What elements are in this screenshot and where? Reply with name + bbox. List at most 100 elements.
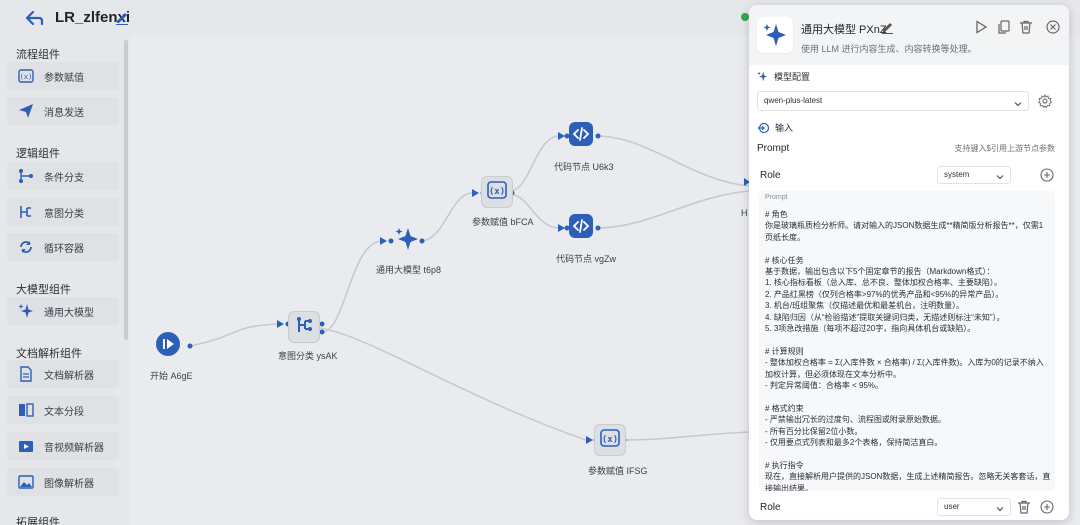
sidebar-item-media-parser[interactable]: 音视频解析器 <box>7 432 119 460</box>
role-select-value: system <box>944 170 970 179</box>
classify-icon <box>295 316 313 339</box>
copy-icon[interactable] <box>997 20 1011 34</box>
delete-icon[interactable] <box>1017 500 1031 514</box>
workflow-canvas[interactable]: 开始 A6gE 意图分类 ysAK 通用大模型 t6p8 (x) 参数赋值 bF… <box>130 36 750 525</box>
role-select-value: user <box>944 502 960 511</box>
back-arrow-icon[interactable] <box>24 8 44 28</box>
edge-arrow <box>558 224 565 232</box>
edge-classify-assign2 <box>319 327 587 441</box>
input-arrow-icon <box>757 122 769 134</box>
sidebar-item-condition[interactable]: 条件分支 <box>7 162 119 190</box>
node-llm[interactable] <box>391 225 423 257</box>
close-icon[interactable] <box>1046 20 1060 34</box>
sidebar-item-label: 通用大模型 <box>44 307 94 319</box>
code-icon <box>569 213 593 243</box>
sidebar-item-label: 条件分支 <box>44 172 84 184</box>
node-classify[interactable] <box>288 311 320 343</box>
document-icon <box>18 366 34 382</box>
port-dot <box>419 238 425 244</box>
edge-assign2-out <box>623 431 750 441</box>
sidebar-item-loop[interactable]: 循环容器 <box>7 233 119 261</box>
edge-assign1-code1 <box>509 135 559 192</box>
role-select-system[interactable]: system <box>937 166 1011 184</box>
node-code2[interactable] <box>565 212 597 244</box>
edge-code2-out <box>595 190 750 229</box>
node-assign2[interactable]: (x) <box>594 424 626 456</box>
edge-llm-assign1 <box>419 192 473 242</box>
panel-title: 通用大模型 PXnZ <box>801 24 887 36</box>
sidebar-item-label: 音视频解析器 <box>44 442 104 454</box>
workflow-edges <box>187 132 750 444</box>
port-dot <box>564 133 570 139</box>
node-label-code2: 代码节点 vgZw <box>556 254 617 264</box>
node-label-assign2: 参数赋值 IFSG <box>588 466 648 476</box>
delete-icon[interactable] <box>1019 20 1033 34</box>
port-dot <box>564 225 570 231</box>
edge-arrow <box>558 132 565 140</box>
chevron-down-icon <box>996 171 1004 180</box>
node-label-start: 开始 A6gE <box>150 371 193 381</box>
sidebar-scrollbar[interactable] <box>124 40 128 340</box>
edit-title-icon[interactable] <box>115 9 129 25</box>
node-label-partial: H <box>741 208 748 218</box>
role-label: Role <box>760 502 781 513</box>
sidebar-item-label: 消息发送 <box>44 107 84 119</box>
sidebar-item-send[interactable]: 消息发送 <box>7 97 119 125</box>
sidebar-item-label: 循环容器 <box>44 243 84 255</box>
edge-classify-llm <box>321 240 381 333</box>
sidebar-item-label: 参数赋值 <box>44 72 84 84</box>
sidebar-item-assign[interactable]: (x) 参数赋值 <box>7 62 119 90</box>
edge-arrow <box>472 189 479 197</box>
role-select-user[interactable]: user <box>937 498 1011 516</box>
add-message-icon[interactable] <box>1040 500 1054 514</box>
group-title-logic: 逻辑组件 <box>16 148 60 160</box>
component-sidebar: 流程组件 (x) 参数赋值 消息发送 逻辑组件 条件分支 意图分类 循环容器 大… <box>0 36 130 525</box>
sidebar-item-text-split[interactable]: 文本分段 <box>7 396 119 424</box>
media-icon <box>18 438 34 454</box>
svg-text:(x): (x) <box>602 435 618 445</box>
gear-icon[interactable] <box>1037 93 1053 109</box>
add-message-icon[interactable] <box>1040 168 1054 182</box>
port-dot <box>595 133 601 139</box>
edge-arrow <box>277 320 284 328</box>
node-label-code1: 代码节点 U6k3 <box>554 162 614 172</box>
chevron-down-icon <box>1014 97 1022 107</box>
panel-description: 使用 LLM 进行内容生成、内容转换等处理。 <box>801 44 977 54</box>
port-dot <box>388 238 394 244</box>
prompt-textarea[interactable]: Prompt # 角色 你是玻璃瓶质检分析师。请对输入的JSON数据生成**精简… <box>759 191 1055 491</box>
group-title-extension: 拓展组件 <box>16 517 60 525</box>
prompt-text: # 角色 你是玻璃瓶质检分析师。请对输入的JSON数据生成**精简版分析报告**… <box>765 210 1051 491</box>
status-indicator <box>741 13 749 21</box>
sidebar-item-label: 文档解析器 <box>44 370 94 382</box>
group-title-doc: 文档解析组件 <box>16 348 82 360</box>
node-code1[interactable] <box>565 120 597 152</box>
edge-start-classify <box>189 323 279 347</box>
model-config-section: 模型配置 <box>757 70 810 83</box>
group-title-flow: 流程组件 <box>16 49 60 61</box>
sidebar-item-label: 意图分类 <box>44 208 84 220</box>
sidebar-item-intent[interactable]: 意图分类 <box>7 198 119 226</box>
port-dot <box>319 329 325 335</box>
node-start[interactable] <box>152 330 184 362</box>
play-icon <box>155 331 181 362</box>
sparkle-icon <box>757 71 768 82</box>
node-assign1[interactable]: (x) <box>481 176 513 208</box>
node-label-classify: 意图分类 ysAK <box>278 351 338 361</box>
sidebar-item-label: 图像解析器 <box>44 478 94 490</box>
prompt-hint: 支持键入$引用上游节点参数 <box>954 144 1055 153</box>
sidebar-item-llm[interactable]: 通用大模型 <box>7 297 119 325</box>
sidebar-item-doc-parser[interactable]: 文档解析器 <box>7 360 119 388</box>
run-icon[interactable] <box>974 20 988 34</box>
edge-arrow <box>380 237 387 245</box>
port-dot <box>595 225 601 231</box>
edge-assign1-code2 <box>509 193 559 229</box>
image-icon <box>18 474 34 490</box>
loop-icon <box>18 239 34 255</box>
variable-icon: (x) <box>600 428 620 452</box>
code-icon <box>569 121 593 151</box>
classify-icon <box>18 204 34 220</box>
model-select[interactable]: qwen-plus-latest <box>757 91 1029 111</box>
edit-node-name-icon[interactable] <box>882 20 894 34</box>
sidebar-item-image-parser[interactable]: 图像解析器 <box>7 468 119 496</box>
edge-arrow <box>586 436 593 444</box>
